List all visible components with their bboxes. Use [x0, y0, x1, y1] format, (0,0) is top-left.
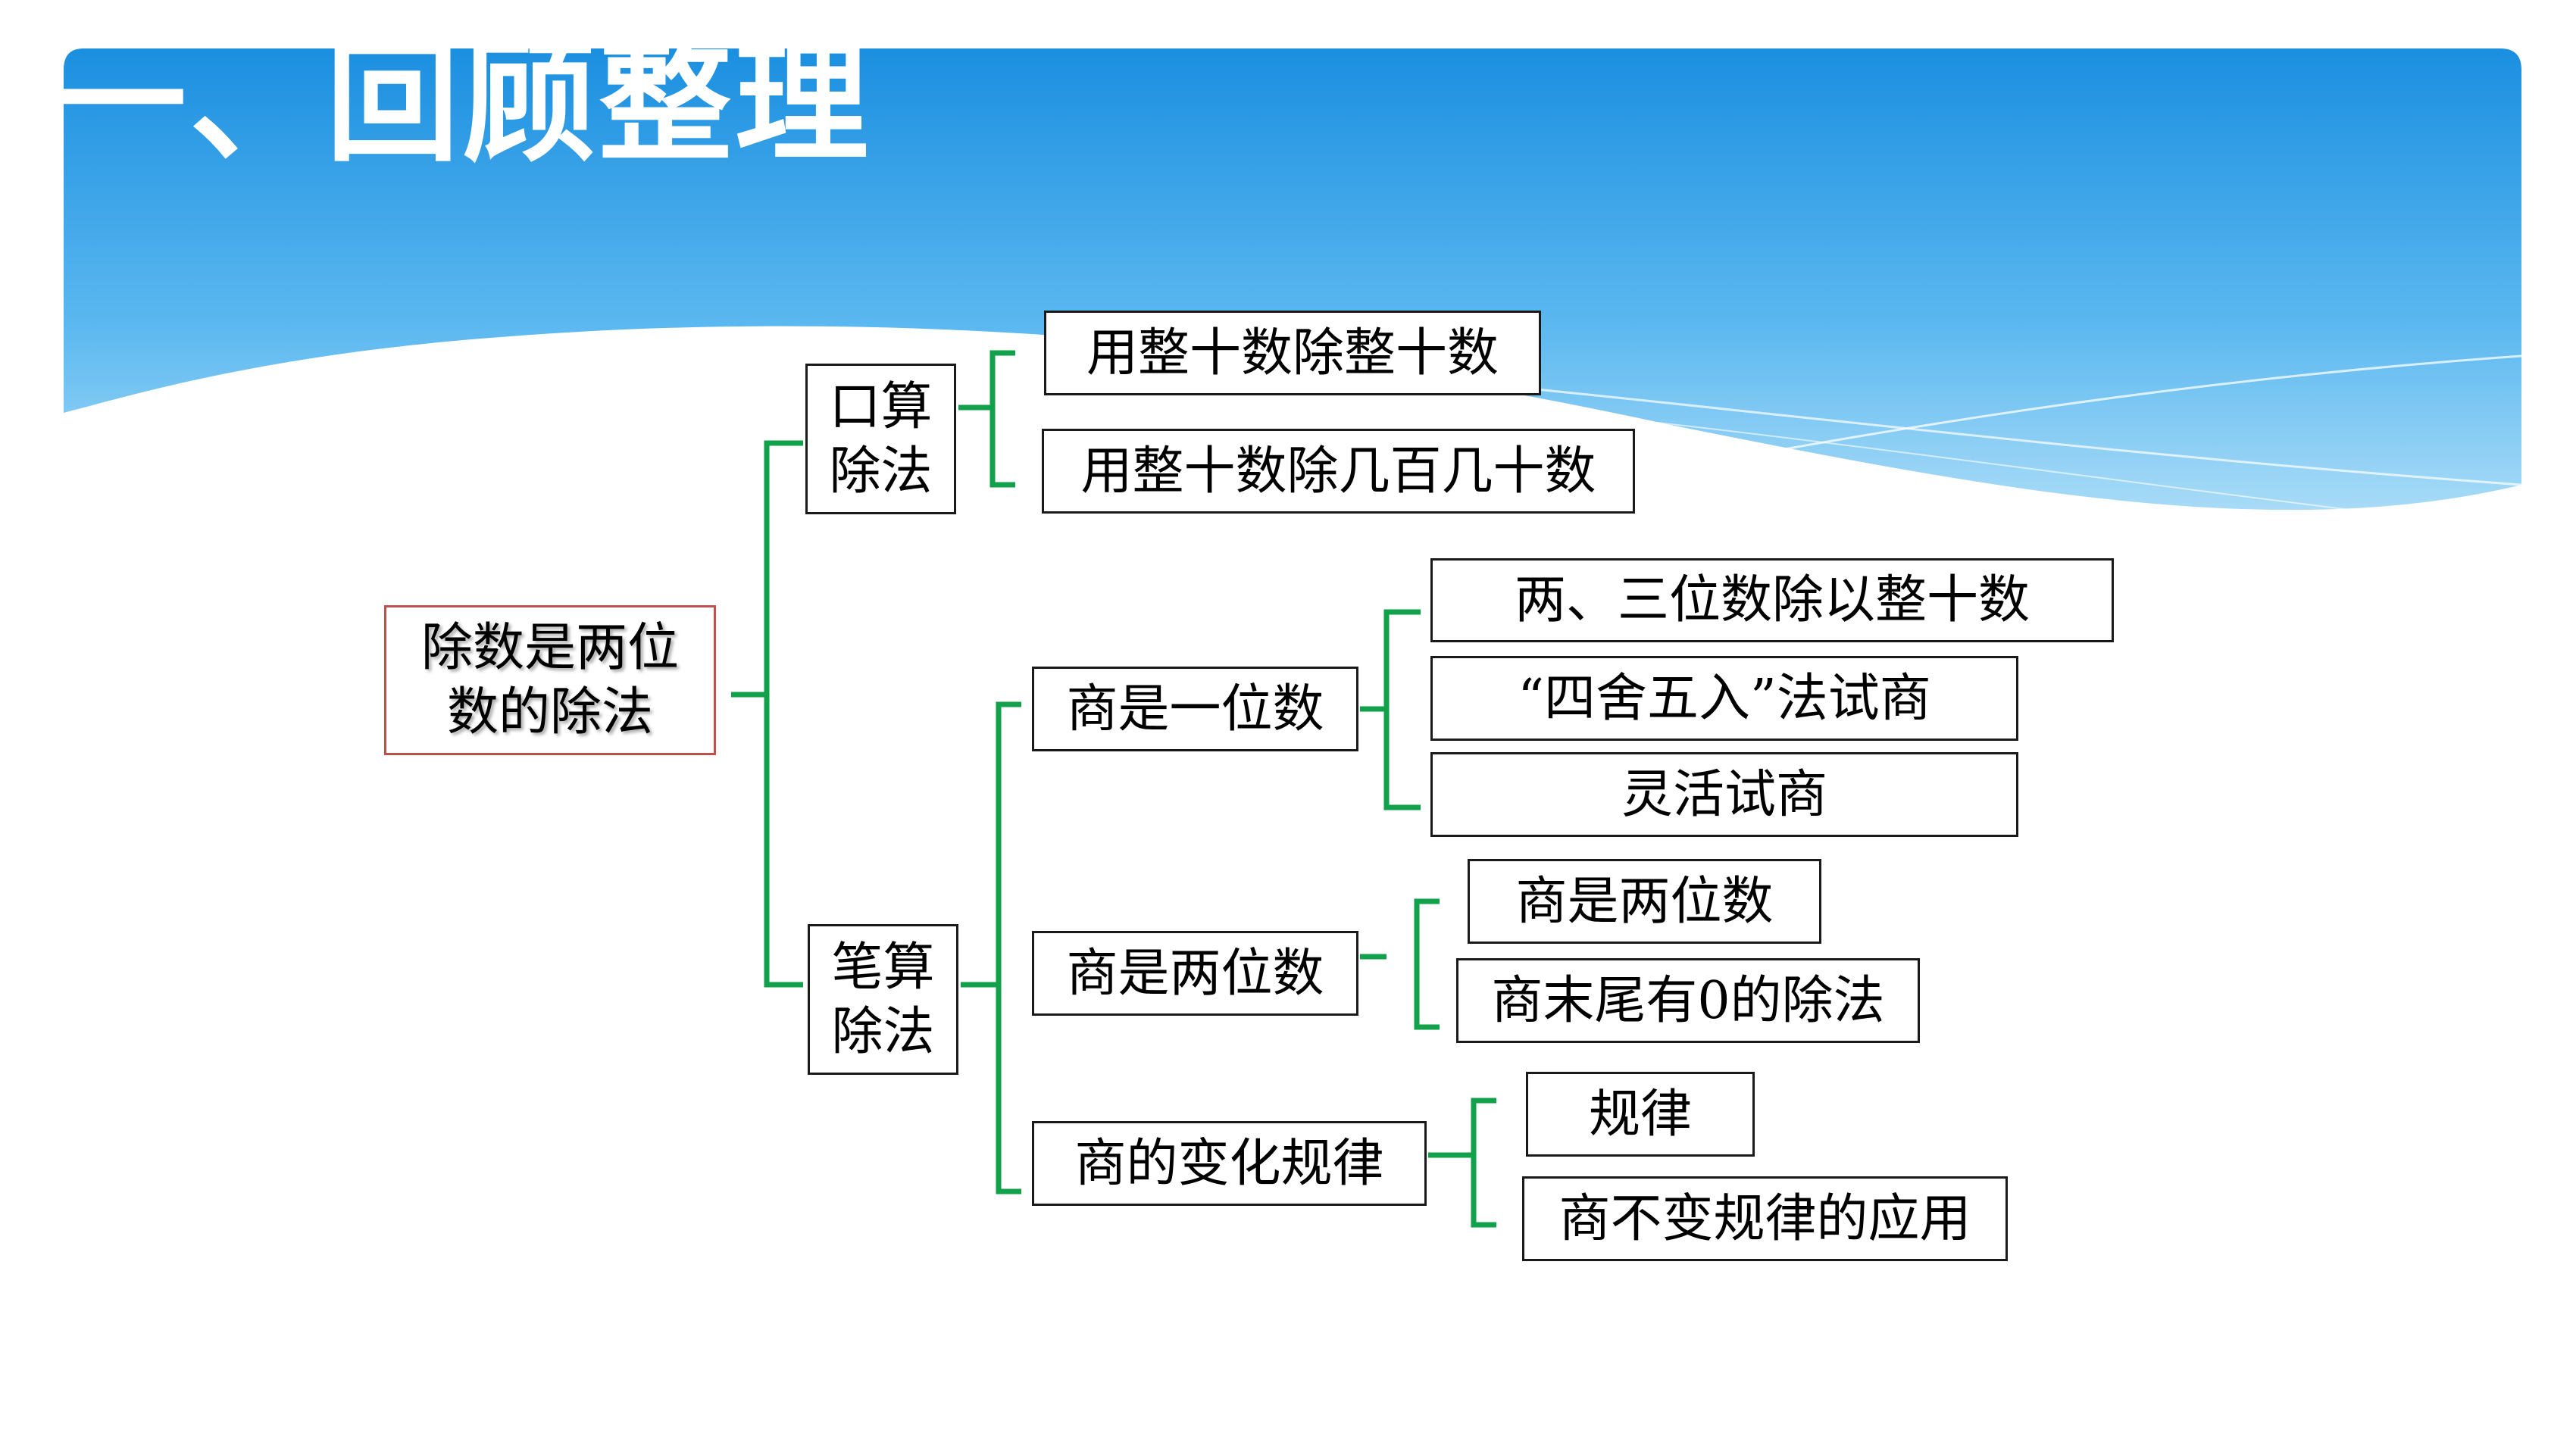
quotient-two-digit-node: 商是两位数	[1032, 931, 1358, 1016]
oral-item-2: 用整十数除几百几十数	[1042, 429, 1635, 514]
rule-item-1-label: 规律	[1588, 1084, 1692, 1145]
two-digit-item-1: 商是两位数	[1468, 859, 1821, 944]
oral-item-2-label: 用整十数除几百几十数	[1080, 441, 1596, 501]
oral-item-1: 用整十数除整十数	[1044, 311, 1541, 395]
one-digit-item-3: 灵活试商	[1430, 752, 2018, 837]
one-digit-item-2-label: “四舍五入”法试商	[1518, 668, 1931, 729]
root-node-label: 除数是两位 数的除法	[420, 618, 679, 742]
quotient-one-digit-node: 商是一位数	[1032, 667, 1358, 751]
rule-item-2: 商不变规律的应用	[1522, 1176, 2008, 1261]
two-digit-item-2: 商末尾有0的除法	[1456, 958, 1920, 1043]
rule-item-2-label: 商不变规律的应用	[1558, 1188, 1971, 1249]
quotient-change-rule-node: 商的变化规律	[1032, 1121, 1427, 1206]
two-digit-item-2-label: 商末尾有0的除法	[1491, 970, 1885, 1031]
quotient-one-digit-label: 商是一位数	[1066, 679, 1324, 739]
rule-item-1: 规律	[1526, 1072, 1755, 1157]
one-digit-item-1: 两、三位数除以整十数	[1430, 558, 2114, 642]
quotient-change-rule-label: 商的变化规律	[1074, 1133, 1384, 1194]
slide-title: 一、回顾整理	[53, 25, 872, 180]
oral-division-node: 口算 除法	[805, 364, 956, 514]
one-digit-item-2: “四舍五入”法试商	[1430, 656, 2018, 741]
oral-division-label: 口算 除法	[829, 376, 933, 501]
one-digit-item-1-label: 两、三位数除以整十数	[1514, 570, 2030, 630]
quotient-two-digit-label: 商是两位数	[1066, 943, 1324, 1004]
written-division-label: 笔算 除法	[831, 937, 935, 1062]
root-node: 除数是两位 数的除法	[384, 605, 716, 755]
one-digit-item-3-label: 灵活试商	[1621, 764, 1827, 825]
two-digit-item-1-label: 商是两位数	[1515, 871, 1774, 932]
written-division-node: 笔算 除法	[808, 924, 958, 1075]
oral-item-1-label: 用整十数除整十数	[1086, 323, 1499, 383]
